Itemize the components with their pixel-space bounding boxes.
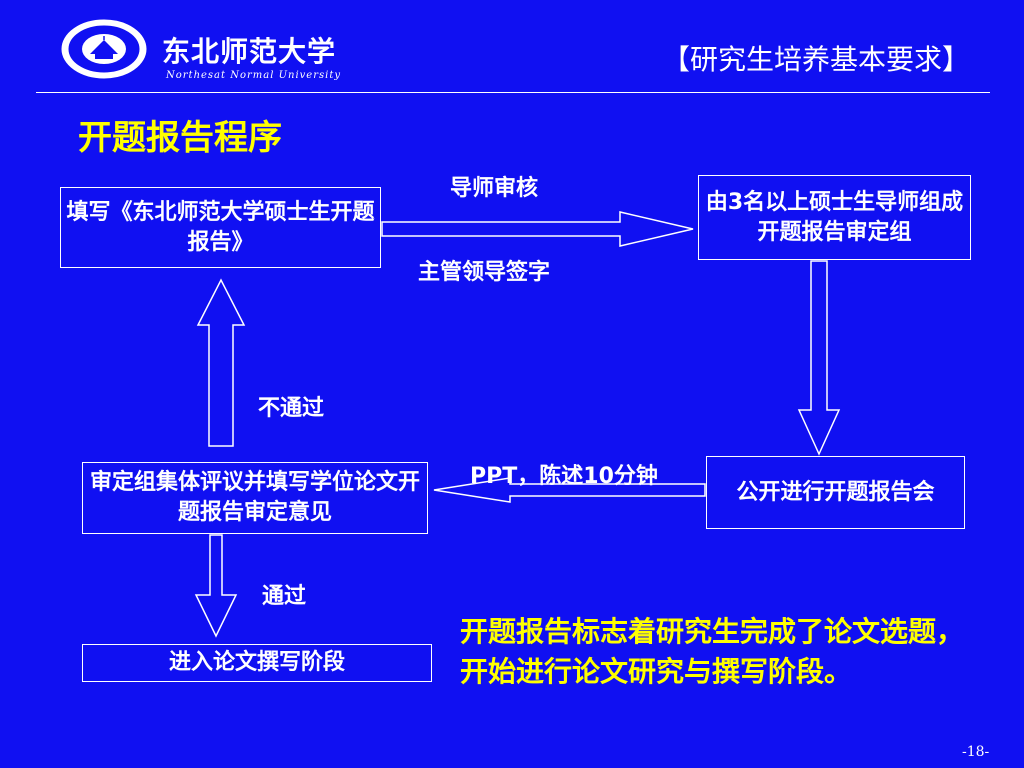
page-number: -18- [962, 744, 990, 760]
flow-box-enter-writing: 进入论文撰写阶段 [82, 644, 432, 682]
slide-title: 开题报告程序 [78, 118, 282, 158]
university-name-en: Northesat Normal University [166, 70, 342, 81]
arrow-down-passed [194, 534, 238, 638]
university-name-cn: 东北师范大学 [162, 35, 337, 68]
arrow-down-to-public [797, 260, 841, 456]
flow-box-public-report: 公开进行开题报告会 [706, 456, 965, 529]
label-passed: 通过 [262, 584, 307, 609]
arrow-up-not-passed [196, 278, 246, 447]
arrow-right-to-committee [381, 211, 694, 247]
header-divider [36, 92, 990, 93]
arrow-left-to-review [433, 477, 706, 503]
note-text: 开题报告标志着研究生完成了论文选题，开始进行论文研究与撰写阶段。 [460, 615, 965, 688]
label-not-passed: 不通过 [258, 396, 325, 421]
section-title: 【研究生培养基本要求】 [661, 43, 970, 76]
flow-box-committee: 由3名以上硕士生导师组成开题报告审定组 [698, 175, 971, 260]
label-leader-sign: 主管领导签字 [418, 260, 551, 285]
label-advisor-review: 导师审核 [450, 176, 539, 201]
university-seal-logo [61, 19, 147, 79]
label-ppt-presentation: PPT，陈述10分钟 [470, 464, 658, 489]
flow-box-fill-report: 填写《东北师范大学硕士生开题报告》 [60, 187, 381, 268]
flow-box-review: 审定组集体评议并填写学位论文开题报告审定意见 [82, 462, 428, 534]
